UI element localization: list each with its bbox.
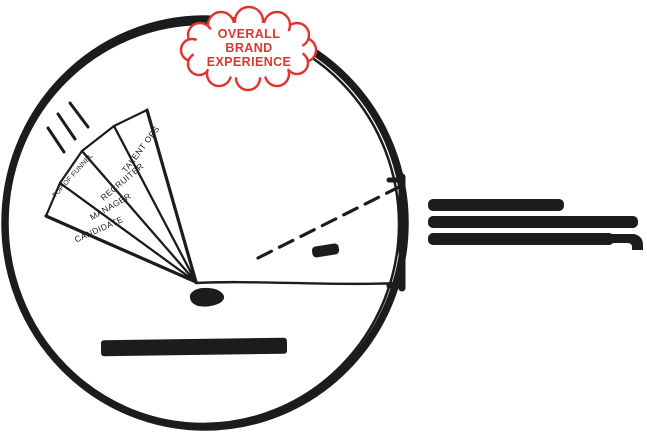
fan-ray-mark <box>56 112 77 141</box>
fan-outer-edge-bottom <box>44 214 198 284</box>
span-bracket <box>386 173 406 292</box>
fan-ray-mark <box>68 101 90 129</box>
redacted-note-line-2 <box>428 216 638 228</box>
cloud-line-3: EXPERIENCE <box>207 55 292 69</box>
cloud-body <box>193 22 303 78</box>
redacted-note-line-1 <box>428 199 564 211</box>
trajectory-dashed-line <box>256 185 401 260</box>
cloud-line-2: BRAND <box>225 41 272 55</box>
fan-outer-edge-top <box>145 108 198 284</box>
cloud: OVERALL BRAND EXPERIENCE <box>179 5 318 92</box>
fan-ray-mark <box>46 126 66 154</box>
redacted-note <box>428 199 643 250</box>
cloud-line-1: OVERALL <box>218 27 281 41</box>
redacted-note-curl <box>610 234 643 250</box>
origin-redacted-scribble <box>189 287 225 307</box>
fan-ray-marks <box>46 101 90 154</box>
baseline <box>194 280 403 286</box>
bottom-redacted-bar <box>100 337 288 357</box>
redacted-note-line-3 <box>428 233 614 245</box>
funnel-fan: CANDIDATE MANAGER RECRUITER TALENT OPS T… <box>44 108 198 284</box>
midline-redacted-fragment <box>311 243 340 258</box>
